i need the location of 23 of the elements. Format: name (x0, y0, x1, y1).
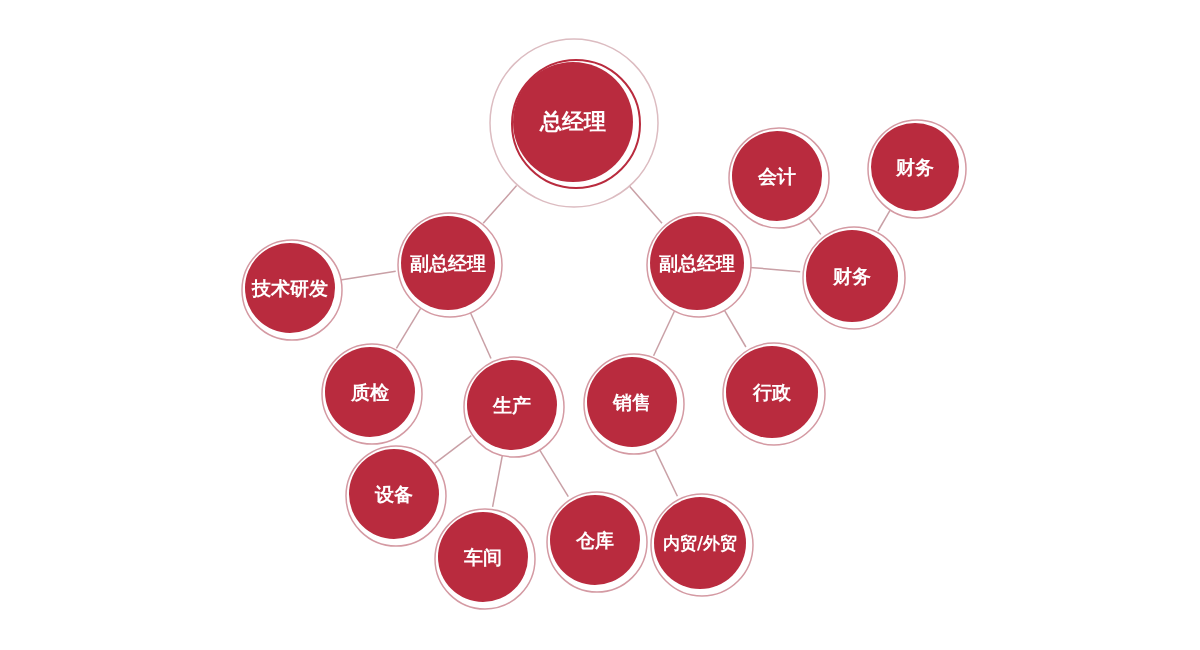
node-label: 生产 (493, 393, 531, 417)
connector-line (628, 185, 663, 224)
node-label: 销售 (613, 390, 651, 414)
node-label: 内贸/外贸 (662, 532, 738, 554)
connector-line (395, 307, 422, 350)
node-label: 技术研发 (252, 276, 328, 300)
node-label: 会计 (758, 164, 796, 188)
node-label: 行政 (753, 380, 791, 404)
connector-line (491, 454, 504, 508)
connector-line (433, 434, 473, 465)
node-label: 仓库 (576, 528, 614, 552)
connector-line (652, 310, 676, 357)
node-label: 副总经理 (659, 251, 735, 275)
connector-line (722, 308, 747, 348)
node-label: 质检 (351, 380, 389, 404)
node-label: 财务 (833, 264, 871, 288)
connector-line (877, 209, 891, 232)
connector-line (482, 184, 518, 225)
node-label: 设备 (375, 482, 413, 506)
node-label: 总经理 (540, 108, 606, 136)
node-label: 副总经理 (410, 251, 486, 275)
node-label: 车间 (464, 545, 502, 569)
node-label: 财务 (896, 155, 934, 179)
